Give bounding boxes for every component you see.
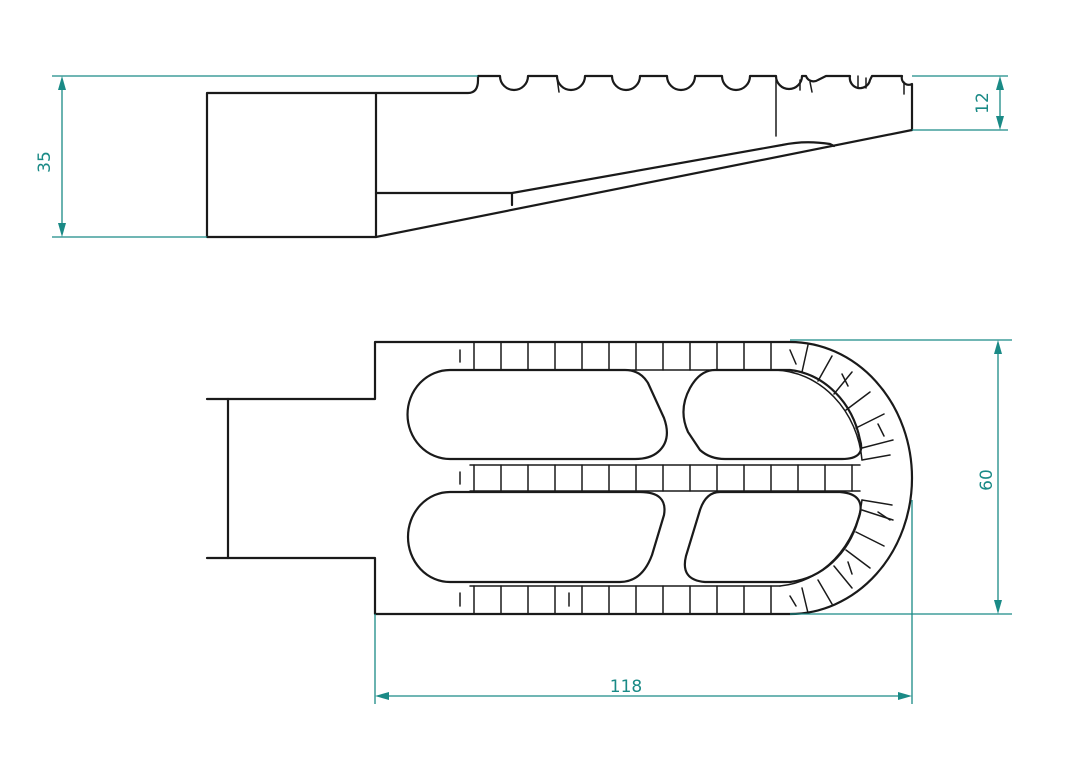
side-view-scallop-details	[556, 75, 905, 137]
dimension-height-total: 35	[35, 75, 478, 238]
top-view	[205, 340, 914, 616]
dimension-length-label: 118	[610, 677, 642, 697]
top-view-teeth-bottom-row	[459, 585, 781, 615]
top-view-recess-top-left	[406, 368, 669, 461]
side-view-inner-ramp	[374, 141, 836, 207]
dimension-height-total-label: 35	[35, 151, 55, 173]
side-view-sloped-base	[374, 128, 914, 239]
side-view-top-serrated-edge	[374, 74, 914, 132]
dimension-length: 118	[374, 500, 913, 704]
top-view-teeth-middle-row	[459, 464, 861, 492]
top-view-outline	[205, 340, 914, 616]
top-view-recess-top-right	[682, 368, 863, 461]
top-view-recess-bottom-right	[683, 490, 862, 584]
top-view-nose-teeth	[774, 344, 894, 614]
side-view-rear-block	[205, 91, 378, 239]
top-view-recess-bottom-left	[406, 490, 666, 584]
side-view	[205, 74, 914, 239]
dimension-step-height: 12	[912, 75, 1008, 131]
dimension-width: 60	[790, 339, 1012, 615]
dimension-step-height-label: 12	[973, 92, 993, 114]
dimension-width-label: 60	[977, 469, 997, 491]
top-view-teeth-top-row	[459, 341, 776, 371]
